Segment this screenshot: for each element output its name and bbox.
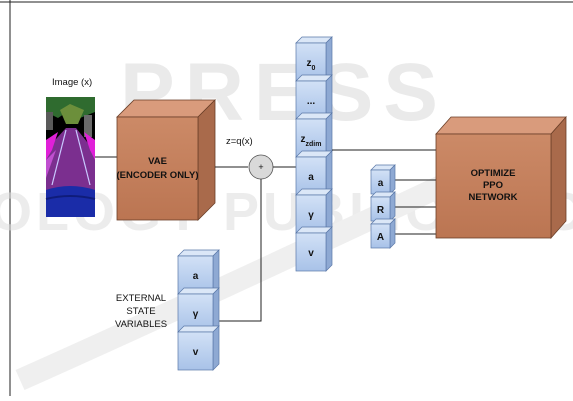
ppo-line-3: NETWORK	[468, 192, 517, 203]
external-cell-2-side	[213, 326, 219, 370]
ppo-line-2: PPO	[483, 180, 503, 191]
external-label-line-1: EXTERNAL	[116, 293, 166, 304]
latent-cell-4: γ	[296, 189, 332, 233]
ppo-network-block: OPTIMIZE PPO NETWORK	[436, 117, 566, 238]
ppo-input-cell-2: A	[371, 219, 395, 248]
external-cell-label-1: γ	[193, 309, 199, 320]
latent-cell-1: ...	[296, 75, 332, 119]
external-label-line-2: STATE	[126, 306, 155, 317]
latent-cell-main-1: ...	[307, 96, 316, 107]
ppo-input-cell-2-side	[390, 219, 395, 248]
latent-cell-3-side	[326, 151, 332, 195]
segmentation-image	[46, 97, 95, 217]
image-input-label: Image (x)	[52, 77, 92, 88]
ppo-line-1: OPTIMIZE	[471, 168, 516, 179]
ppo-input-label-2: A	[377, 232, 384, 243]
latent-cell-5-side	[326, 227, 332, 271]
latent-cell-main-4: γ	[308, 210, 314, 221]
ppo-input-cell-0-side	[390, 165, 395, 194]
ppo-input-cell-0: a	[371, 165, 395, 194]
vae-front-face	[117, 117, 198, 220]
latent-cell-0: z0	[296, 37, 332, 81]
ppo-top-face	[436, 117, 566, 134]
external-cell-2-top	[178, 326, 219, 332]
external-cell-0: a	[178, 250, 219, 294]
latent-cell-4-side	[326, 189, 332, 233]
latent-cell-main-5: v	[308, 248, 314, 259]
latent-vector-stack: z0... zzdim a γ v	[296, 37, 332, 271]
vae-subtitle: (ENCODER ONLY)	[117, 170, 199, 181]
latent-cell-2: zzdim	[296, 113, 332, 157]
latent-cell-1-side	[326, 75, 332, 119]
encoding-label: z=q(x)	[226, 136, 253, 147]
latent-cell-label-4: γ	[308, 210, 314, 221]
sum-symbol: +	[258, 162, 263, 172]
external-cell-2: v	[178, 326, 219, 370]
vae-encoder-block: VAE (ENCODER ONLY)	[117, 100, 216, 220]
external-cell-1: γ	[178, 288, 219, 332]
latent-cell-label-5: v	[308, 248, 314, 259]
latent-cell-sub-0: 0	[312, 65, 316, 72]
external-cell-label-0: a	[193, 271, 199, 282]
vae-title: VAE	[148, 156, 167, 167]
latent-cell-main-3: a	[308, 172, 314, 183]
external-state-stack: a γ v	[178, 250, 219, 370]
external-cell-1-top	[178, 288, 219, 294]
latent-cell-label-3: a	[308, 172, 314, 183]
external-cell-0-top	[178, 250, 219, 256]
latent-cell-label-1: ...	[307, 96, 316, 107]
external-label-line-3: VARIABLES	[115, 319, 167, 330]
latent-cell-2-side	[326, 113, 332, 157]
ppo-input-cell-1-side	[390, 192, 395, 221]
ppo-side-face	[551, 117, 566, 238]
ppo-input-label-1: R	[377, 205, 385, 216]
external-cell-1-side	[213, 288, 219, 332]
sum-node: +	[249, 155, 273, 179]
latent-cell-0-side	[326, 37, 332, 81]
ppo-input-label-0: a	[378, 178, 384, 189]
latent-cell-3: a	[296, 151, 332, 195]
external-cell-label-2: v	[193, 347, 199, 358]
latent-cell-sub-2: zdim	[306, 141, 322, 148]
vae-side-face	[198, 100, 215, 220]
external-cell-0-side	[213, 250, 219, 294]
latent-cell-5: v	[296, 227, 332, 271]
ppo-input-cell-1: R	[371, 192, 395, 221]
